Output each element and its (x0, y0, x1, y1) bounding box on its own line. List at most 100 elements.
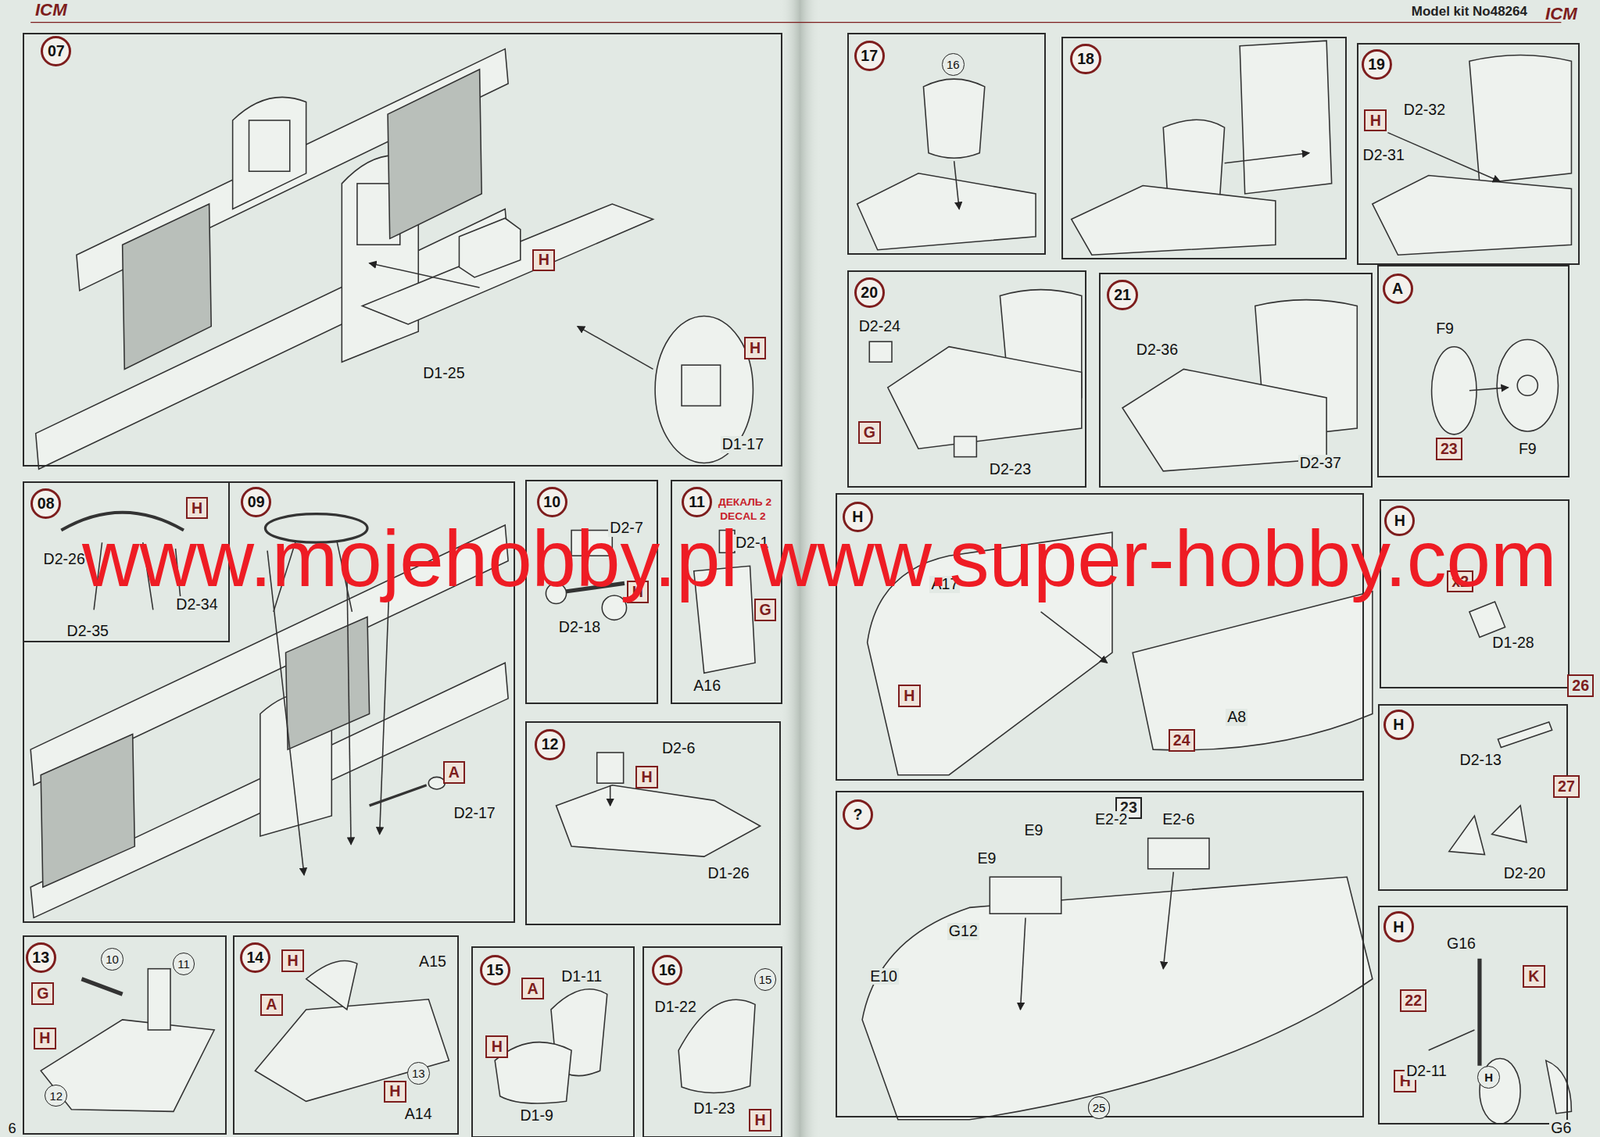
quantity-box: 26H (1567, 674, 1594, 698)
part-number: D2-37 (1298, 454, 1343, 473)
color-code-box: H (635, 765, 659, 789)
part-number: D1-28 (1490, 634, 1536, 652)
color-code-box: H (532, 249, 555, 273)
color-code-box: H (748, 1109, 772, 1132)
part-number: D1-17 (720, 436, 766, 454)
quantity: 26 (1571, 676, 1590, 695)
subassembly-number: 15 (758, 973, 773, 987)
color-code: A (448, 763, 460, 782)
color-code-box: 24?23 (1168, 729, 1196, 752)
part-number: D2-36 (1134, 341, 1180, 359)
step-panel: A (1377, 264, 1569, 478)
part-number: D2-6 (660, 740, 697, 758)
color-code: H (389, 1082, 401, 1101)
step-number: 17 (854, 40, 885, 72)
step-panel: 12H (525, 721, 781, 926)
part-number: D1-22 (653, 998, 698, 1017)
part-number: D2-11 (1404, 1063, 1449, 1081)
color-code: 22 (1404, 991, 1422, 1010)
color-code: 23 (1440, 440, 1458, 459)
color-code-box: H (898, 684, 921, 708)
part-number: D1-9 (518, 1107, 555, 1125)
color-code: H (749, 339, 761, 358)
step-panel: 1716 (847, 32, 1047, 256)
subassembly-ref: 13 (407, 1062, 430, 1085)
step-panel: 18 (1061, 36, 1348, 260)
part-number: E2-6 (1160, 811, 1196, 829)
part-number: D2-31 (1361, 146, 1407, 165)
step-number: 21 (1106, 279, 1138, 311)
subassembly-ref: 10 (100, 948, 124, 971)
color-code: A (265, 995, 277, 1014)
color-code-box: G (858, 421, 881, 444)
color-code-box: G (31, 982, 54, 1006)
part-number: A8 (1225, 708, 1248, 727)
part-number: E2-2 (1093, 811, 1129, 829)
part-number: D2-24 (857, 318, 903, 336)
step-number: H (1383, 911, 1414, 942)
part-number: A16 (691, 677, 723, 695)
step-number: H (1383, 709, 1414, 741)
color-code-box: 23HH (1435, 437, 1463, 461)
brand-logo: ICM (35, 0, 68, 20)
step-number: 15 (479, 955, 511, 986)
color-code: H (903, 687, 915, 706)
subassembly-number: 25 (1092, 1101, 1107, 1115)
part-number: D2-23 (987, 461, 1033, 479)
part-number: D2-35 (65, 622, 111, 641)
color-code: H (491, 1038, 503, 1056)
part-number: D1-11 (559, 968, 604, 986)
step-number: 19 (1361, 49, 1393, 80)
part-number: E9 (1022, 822, 1045, 840)
color-code-box: H (485, 1035, 509, 1059)
color-code: H (39, 1029, 51, 1048)
subassembly-ref: 12 (44, 1084, 68, 1108)
part-number: E10 (868, 968, 899, 986)
part-number: D2-26 (42, 551, 87, 569)
subassembly-number: 10 (105, 952, 119, 967)
step-panel: H (1378, 704, 1568, 892)
color-code-box: A (443, 761, 466, 784)
color-code-box: H (281, 949, 305, 973)
subassembly-number: 13 (411, 1066, 426, 1081)
color-code-box: H (33, 1027, 57, 1051)
step-panel: 13 10 11G H 12 (22, 935, 227, 1135)
part-number: A15 (417, 953, 448, 971)
part-number: D1-26 (705, 865, 751, 883)
step-number: 20 (854, 277, 885, 308)
step-number: 16 (651, 955, 683, 986)
subassembly-number: 11 (177, 957, 190, 971)
part-number: D2-20 (1502, 865, 1547, 883)
color-code-box: 27HK22HH (1553, 775, 1580, 799)
subassembly-ref: 11 (172, 952, 196, 976)
step-number: 07 (40, 35, 72, 67)
part-number: D2-17 (451, 805, 497, 823)
step-number: A (1382, 273, 1414, 305)
step-number: 13 (25, 942, 57, 974)
part-number: F9 (1517, 440, 1539, 459)
step-number: 11 (681, 486, 713, 518)
subassembly-ref: 25Hx2 (1088, 1096, 1111, 1120)
color-code: 27 (1557, 777, 1575, 796)
watermark: www.mojehobby.pl www.super-hobby.com (82, 515, 1557, 604)
color-code: A (526, 980, 538, 999)
color-code: H (538, 250, 550, 269)
color-code: G (758, 601, 771, 620)
step-number: 18 (1070, 43, 1101, 75)
step-number: 08 (30, 488, 61, 520)
step-number: 12 (534, 729, 566, 760)
part-number: D2-13 (1458, 751, 1504, 770)
color-code: 24 (1173, 731, 1191, 750)
page-number: 6 (8, 1120, 17, 1137)
color-code-box: A (521, 977, 545, 1001)
color-code-box: 22 (1399, 989, 1427, 1013)
brand-logo: ICM (1545, 4, 1578, 24)
step-number: ? (842, 799, 874, 831)
color-code-box: H (383, 1080, 407, 1104)
step-number: 09 (240, 486, 272, 518)
step-panel: 07H H (22, 32, 784, 467)
subassembly-ref: 15 (754, 968, 777, 992)
assembly-drawing (30, 40, 1572, 1124)
